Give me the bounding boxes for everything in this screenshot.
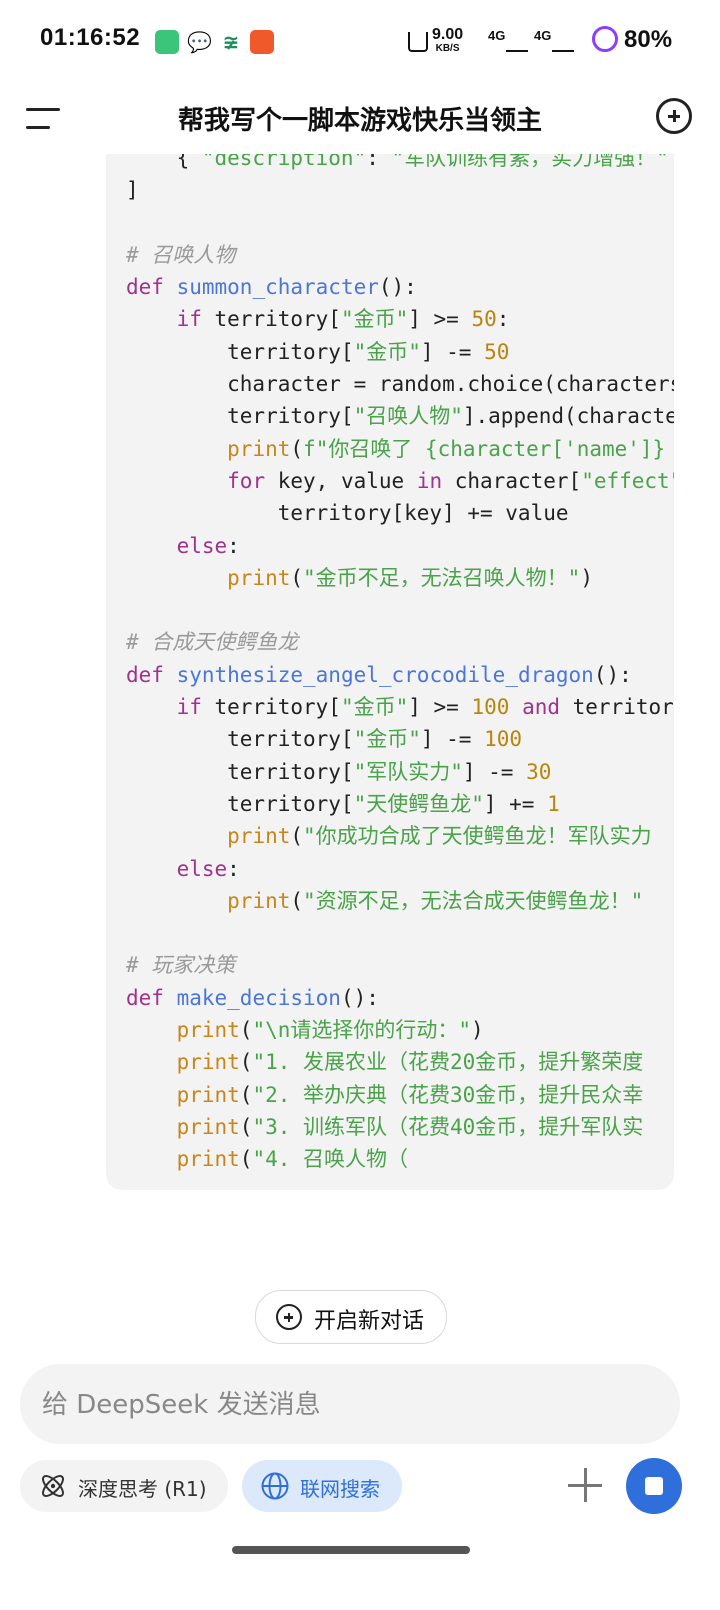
code-line: territory[key] += value bbox=[126, 501, 569, 526]
code-line: # 玩家决策 bbox=[126, 953, 236, 978]
net-speed-unit: KB/S bbox=[435, 43, 460, 54]
code-line: print(f"你召唤了 {character['name']} bbox=[227, 436, 666, 461]
video-app-icon bbox=[250, 30, 274, 54]
status-bar: 01:16:52 💬 ≆ 9.00 KB/S 4G 4G 80% bbox=[0, 0, 720, 84]
code-line: else: bbox=[176, 856, 240, 881]
code-line: def synthesize_angel_crocodile_dragon(): bbox=[126, 662, 632, 687]
battery-saver-app-icon bbox=[155, 30, 179, 54]
code-block: { "description": "军队训练有素，实力增强！" ] # 召唤人物… bbox=[106, 120, 674, 1190]
menu-icon[interactable] bbox=[26, 106, 62, 134]
chat-title: 帮我写个一脚本游戏快乐当领主 bbox=[177, 106, 542, 136]
net-speed-value: 9.00 bbox=[432, 26, 464, 43]
home-indicator bbox=[232, 1546, 470, 1554]
status-time: 01:16:52 bbox=[40, 24, 141, 51]
sim1-signal: 4G bbox=[488, 28, 506, 43]
code-line: if territory["金币"] >= 100 and territory bbox=[176, 695, 674, 720]
code-line: print("\n请选择你的行动：") bbox=[176, 1018, 484, 1043]
wechat-icon: 💬 bbox=[187, 30, 212, 54]
stop-generation-button[interactable] bbox=[626, 1458, 682, 1514]
code-line: character = random.choice(characters) bbox=[126, 372, 674, 397]
app-header: 帮我写个一脚本游戏快乐当领主 bbox=[0, 84, 720, 154]
code-line: print("4. 召唤人物（ bbox=[176, 1147, 409, 1172]
code-line: territory["天使鳄鱼龙"] += 1 bbox=[126, 791, 560, 816]
cup-icon bbox=[408, 32, 428, 52]
message-composer[interactable] bbox=[20, 1364, 680, 1446]
code-line: # 合成天使鳄鱼龙 bbox=[126, 630, 299, 655]
deep-think-label: 深度思考 (R1) bbox=[78, 1477, 207, 1501]
signal-bars-icon bbox=[552, 36, 574, 52]
globe-icon bbox=[261, 1472, 289, 1500]
finance-app-icon: ≆ bbox=[222, 30, 240, 54]
code-line: # 召唤人物 bbox=[126, 242, 236, 267]
code-line: print("你成功合成了天使鳄鱼龙！军队实力 bbox=[227, 824, 652, 849]
deep-think-toggle[interactable]: 深度思考 (R1) bbox=[20, 1460, 228, 1512]
web-search-label: 联网搜索 bbox=[300, 1477, 380, 1501]
sim2-signal: 4G bbox=[534, 28, 552, 43]
battery-percent: 80% bbox=[624, 26, 673, 53]
code-line: def make_decision(): bbox=[126, 985, 379, 1010]
code-line: def summon_character(): bbox=[126, 275, 417, 300]
code-line: territory["金币"] -= 50 bbox=[126, 339, 510, 364]
code-line: territory["召唤人物"].append(character) bbox=[126, 404, 674, 429]
code-line: ] bbox=[126, 178, 139, 203]
chat-plus-icon bbox=[276, 1304, 302, 1330]
stop-icon bbox=[645, 1477, 663, 1495]
new-chat-button[interactable]: 开启新对话 bbox=[255, 1290, 447, 1344]
plus-icon[interactable] bbox=[568, 1468, 604, 1504]
code-line: print("资源不足，无法合成天使鳄鱼龙！" bbox=[227, 888, 644, 913]
code-line: print("2. 举办庆典（花费30金币，提升民众幸 bbox=[176, 1082, 644, 1107]
code-content: { "description": "军队训练有素，实力增强！" ] # 召唤人物… bbox=[106, 120, 674, 1176]
web-search-toggle[interactable]: 联网搜索 bbox=[242, 1460, 402, 1512]
new-chat-icon[interactable] bbox=[656, 98, 692, 134]
code-line: if territory["金币"] >= 50: bbox=[176, 307, 510, 332]
code-line: else: bbox=[176, 533, 240, 558]
atom-icon bbox=[42, 1475, 64, 1497]
code-line: print("3. 训练军队（花费40金币，提升军队实 bbox=[176, 1114, 644, 1139]
code-line: print("金币不足，无法召唤人物！") bbox=[227, 565, 593, 590]
signal-bars-icon bbox=[506, 36, 528, 52]
net-speed: 9.00 KB/S bbox=[432, 26, 464, 56]
code-line: territory["军队实力"] -= 30 bbox=[126, 759, 552, 784]
code-line: territory["金币"] -= 100 bbox=[126, 727, 523, 752]
message-input[interactable] bbox=[40, 1364, 644, 1446]
code-line: for key, value in character["effect"] bbox=[227, 468, 674, 493]
battery-charging-icon bbox=[592, 26, 618, 52]
code-line: print("1. 发展农业（花费20金币，提升繁荣度 bbox=[176, 1050, 644, 1075]
new-chat-label: 开启新对话 bbox=[314, 1309, 425, 1334]
